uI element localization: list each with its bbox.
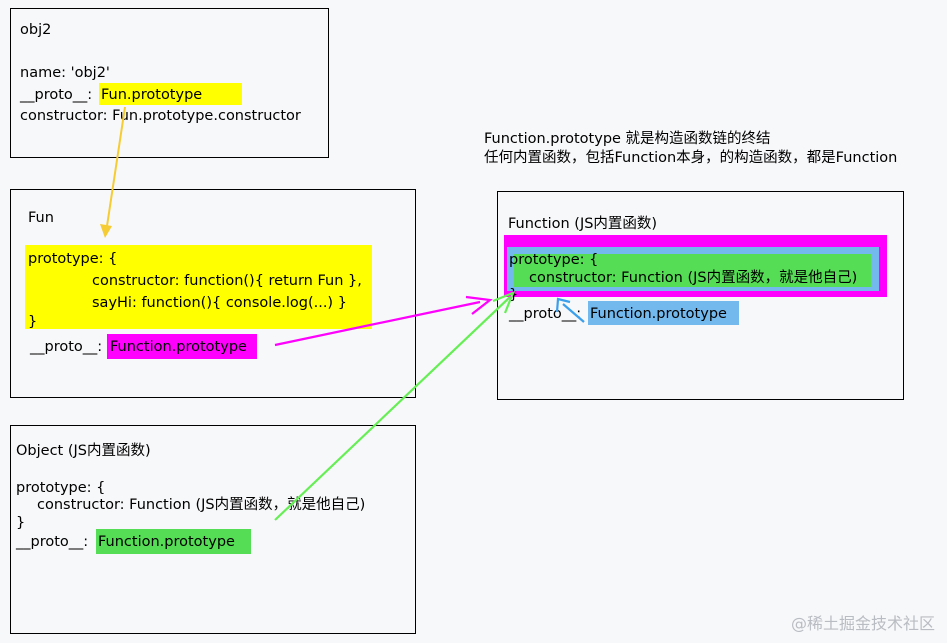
fun-title: Fun xyxy=(28,210,54,226)
fun-prototype-close: } xyxy=(28,314,38,330)
obj2-proto-value: Fun.prototype xyxy=(101,87,203,103)
obj2-proto-highlight xyxy=(99,83,242,105)
fun-proto-value: Function.prototype xyxy=(110,339,247,355)
fun-prototype-highlight xyxy=(25,245,372,329)
object-proto-highlight xyxy=(96,529,251,554)
function-title: Function (JS内置函数) xyxy=(508,216,658,232)
function-constructor-line: constructor: Function (JS内置函数，就是他自己) xyxy=(529,270,858,286)
function-prototype-open: prototype: { xyxy=(509,252,599,268)
fun-constructor-line: constructor: function(){ return Fun }, xyxy=(92,273,362,289)
function-constructor-green-highlight xyxy=(514,254,871,287)
function-proto-highlight xyxy=(588,301,739,325)
obj2-constructor-line: constructor: Fun.prototype.constructor xyxy=(20,108,301,124)
fun-proto-key: __proto__: xyxy=(30,339,103,355)
fun-proto-highlight xyxy=(107,334,257,359)
object-proto-key: __proto__: xyxy=(16,534,89,550)
obj2-title: obj2 xyxy=(20,22,52,38)
obj2-proto-key: __proto__: xyxy=(20,87,93,103)
object-proto-value: Function.prototype xyxy=(98,534,235,550)
object-prototype-close: } xyxy=(16,515,26,531)
arrow-obj2-to-fun-prototype xyxy=(100,106,126,238)
note-line-1: Function.prototype 就是构造函数链的终结 xyxy=(484,131,771,147)
function-prototype-close: } xyxy=(509,287,519,303)
function-proto-value: Function.prototype xyxy=(590,306,727,322)
arrow-function-self-prototype xyxy=(555,297,585,323)
obj2-name-line: name: 'obj2' xyxy=(20,65,110,81)
note-line-2: 任何内置函数，包括Function本身，的构造函数，都是Function xyxy=(484,150,898,166)
object-title: Object (JS内置函数) xyxy=(16,443,151,459)
arrow-object-to-function-prototype xyxy=(274,291,515,521)
arrow-fun-to-function-prototype xyxy=(274,295,493,347)
fun-sayhi-line: sayHi: function(){ console.log(...) } xyxy=(92,295,347,311)
fun-prototype-open: prototype: { xyxy=(28,251,118,267)
object-constructor-line: constructor: Function (JS内置函数，就是他自己) xyxy=(37,497,366,513)
watermark: @稀土掘金技术社区 xyxy=(790,614,935,633)
object-prototype-open: prototype: { xyxy=(16,480,106,496)
function-proto-key: __proto__: xyxy=(509,306,582,322)
